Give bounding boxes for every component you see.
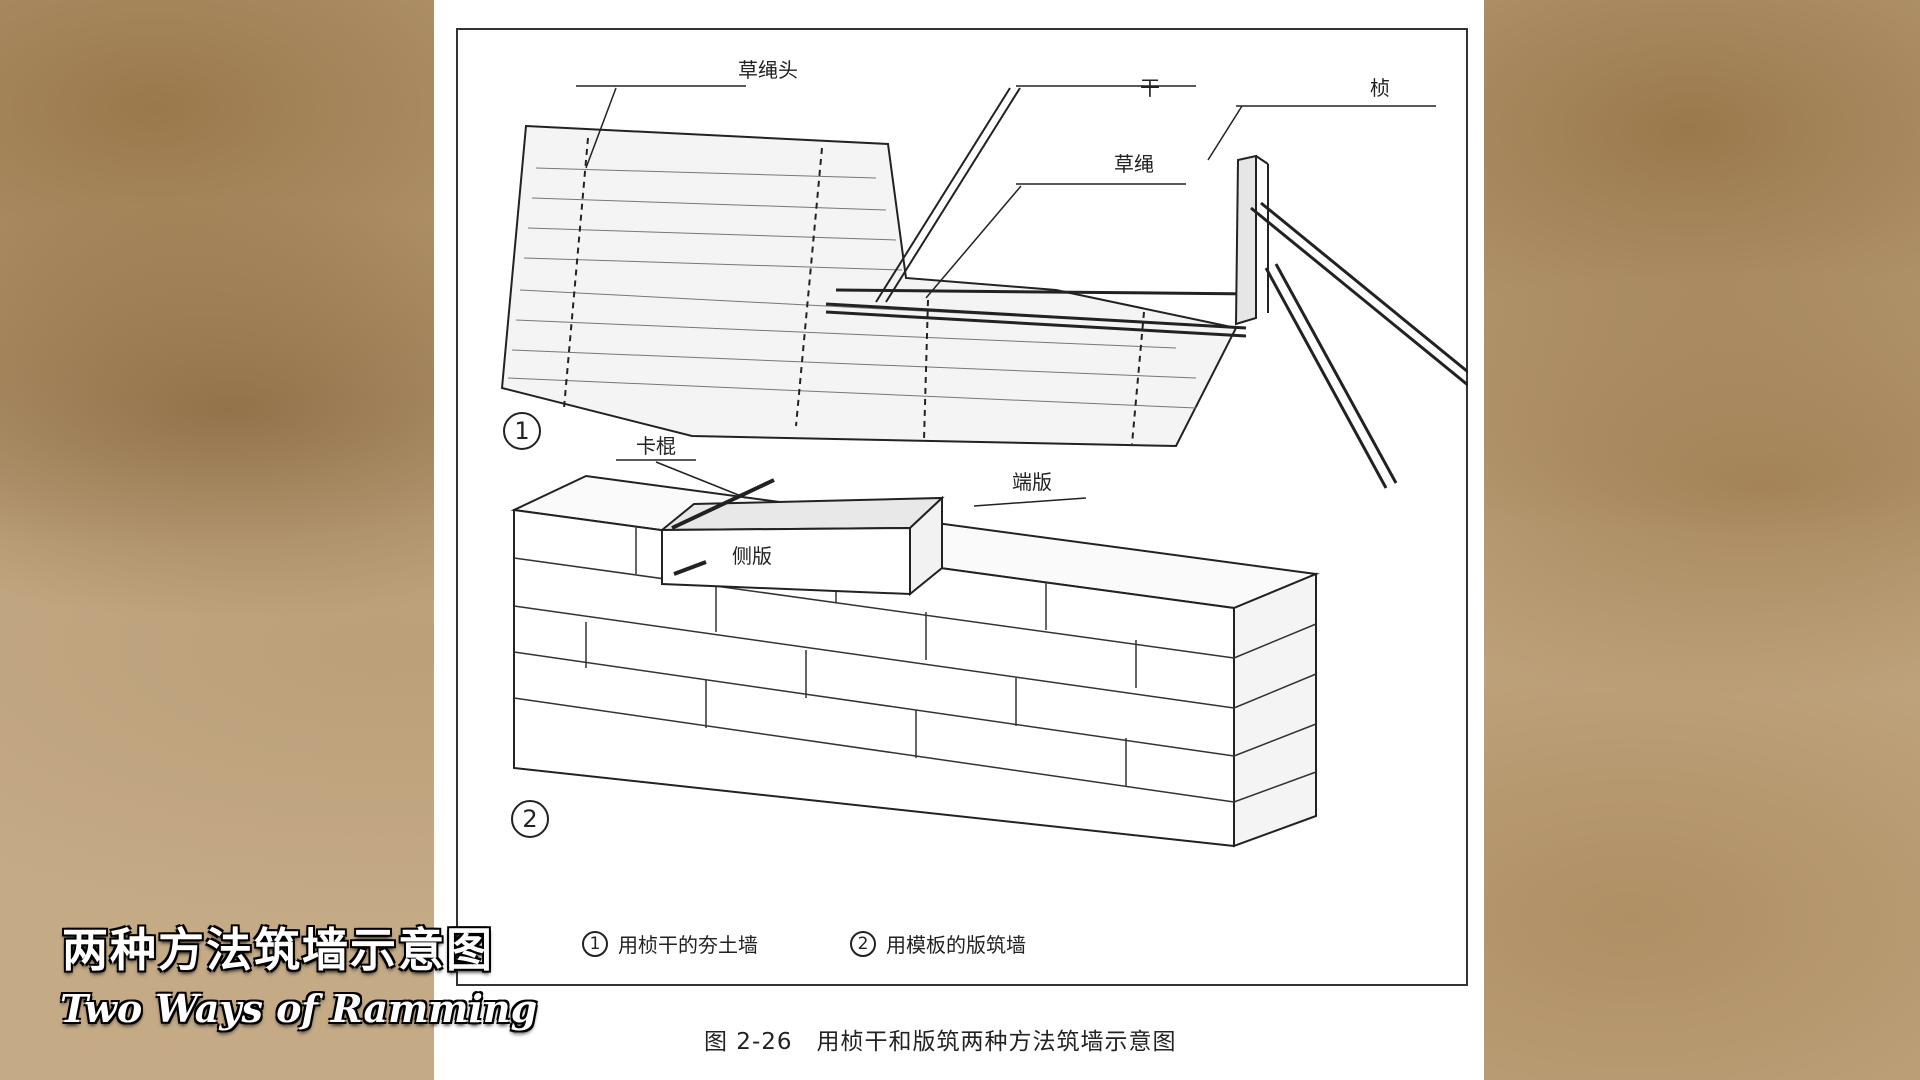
legend-item-1: 1 用桢干的夯土墙 — [582, 929, 758, 958]
legend-num: 1 — [582, 930, 608, 957]
label-gan: 干 — [1140, 76, 1160, 100]
label-caoshengtou: 草绳头 — [738, 58, 798, 82]
diagram-drawing — [500, 85, 1468, 848]
label-caosheng: 草绳 — [1114, 152, 1154, 176]
legend-text: 用桢干的夯土墙 — [618, 933, 758, 957]
overlay-title-en: Two Ways of Ramming — [60, 986, 538, 1031]
legend-text: 用模板的版筑墙 — [886, 933, 1026, 957]
marker-one: 1 — [503, 412, 541, 450]
figure-caption: 图 2-26 用桢干和版筑两种方法筑墙示意图 — [704, 1029, 1177, 1055]
label-zhen: 桢 — [1370, 76, 1390, 100]
legend-num: 2 — [850, 930, 876, 957]
figure-frame — [456, 28, 1468, 986]
marker-two: 2 — [511, 800, 549, 838]
label-ceban: 侧版 — [732, 544, 772, 568]
overlay-title-cn: 两种方法筑墙示意图 — [62, 923, 494, 977]
label-duanban: 端版 — [1012, 470, 1052, 494]
rammed-earth-wall — [500, 85, 1468, 489]
legend-item-2: 2 用模板的版筑墙 — [850, 929, 1026, 958]
zhen-post — [1234, 154, 1257, 326]
label-kagun: 卡棍 — [636, 434, 676, 458]
brick-wall — [510, 459, 1320, 848]
